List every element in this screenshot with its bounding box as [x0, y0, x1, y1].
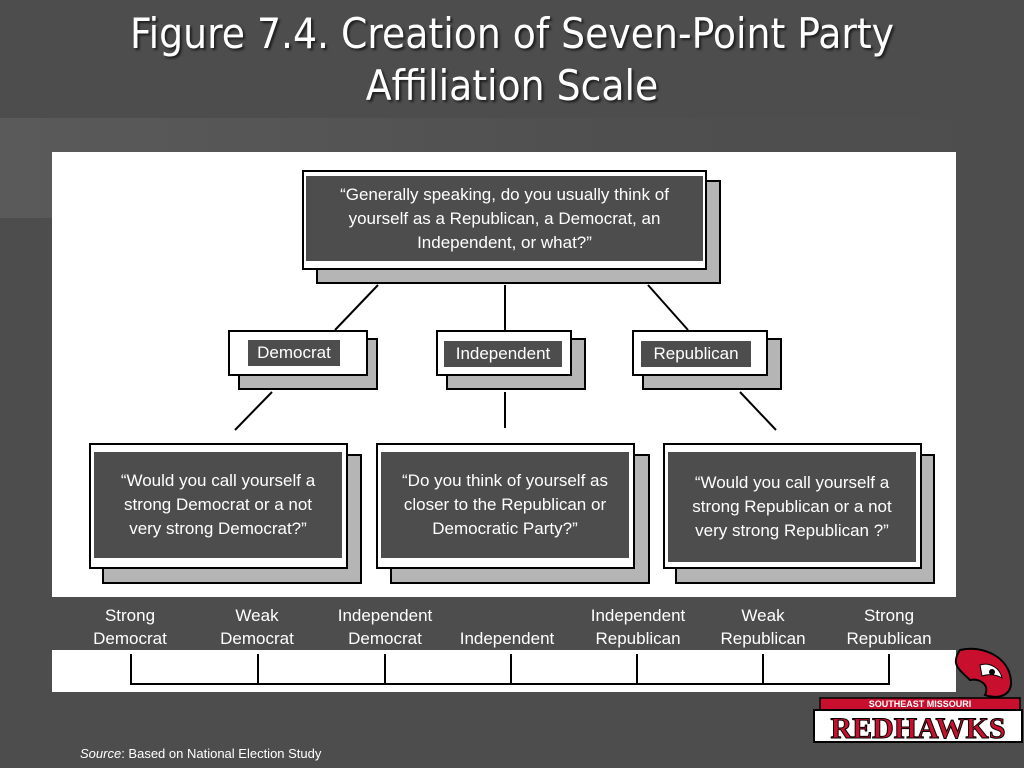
scale-tick [888, 654, 890, 685]
democrat-option-label: Democrat [257, 343, 331, 362]
scale-tick [384, 654, 386, 685]
independent-option-box: Independent [444, 341, 562, 367]
svg-text:REDHAWKS: REDHAWKS [830, 712, 1005, 745]
scale-panel [52, 650, 956, 692]
independent-followup-box: “Do you think of yourself as closer to t… [381, 452, 629, 558]
source-text: : Based on National Election Study [121, 746, 322, 761]
independent-option-label: Independent [455, 344, 551, 363]
democrat-option-box: Democrat [248, 340, 340, 366]
scale-tick [257, 654, 259, 685]
scale-tick [130, 654, 132, 685]
top-question-box: “Generally speaking, do you usually thin… [306, 176, 703, 261]
independent-followup-text: “Do you think of yourself as closer to t… [402, 471, 608, 538]
democrat-followup-box: “Would you call yourself a strong Democr… [94, 452, 342, 558]
slide-title: Figure 7.4. Creation of Seven-Point Part… [0, 8, 1024, 112]
scale-label-independent: Independent [459, 629, 555, 648]
source-label: Source [80, 746, 122, 761]
title-line-1: Figure 7.4. Creation of Seven-Point Part… [129, 9, 895, 58]
redhawks-logo: SOUTHEAST MISSOURI REDHAWKS [813, 647, 1023, 746]
democrat-followup-text: “Would you call yourself a strong Democr… [120, 471, 316, 538]
scale-tick [762, 654, 764, 685]
republican-followup-box: “Would you call yourself a strong Republ… [668, 452, 916, 562]
republican-option-box: Republican [641, 341, 751, 367]
republican-followup-text: “Would you call yourself a strong Republ… [692, 473, 892, 540]
republican-option-label: Republican [653, 344, 739, 363]
title-line-2: Affiliation Scale [365, 61, 659, 110]
scale-tick [510, 654, 512, 685]
svg-text:SOUTHEAST MISSOURI: SOUTHEAST MISSOURI [869, 699, 972, 709]
top-question-text: “Generally speaking, do you usually thin… [340, 184, 669, 252]
scale-tick [636, 654, 638, 685]
source-note: Source: Based on National Election Study [80, 746, 321, 761]
